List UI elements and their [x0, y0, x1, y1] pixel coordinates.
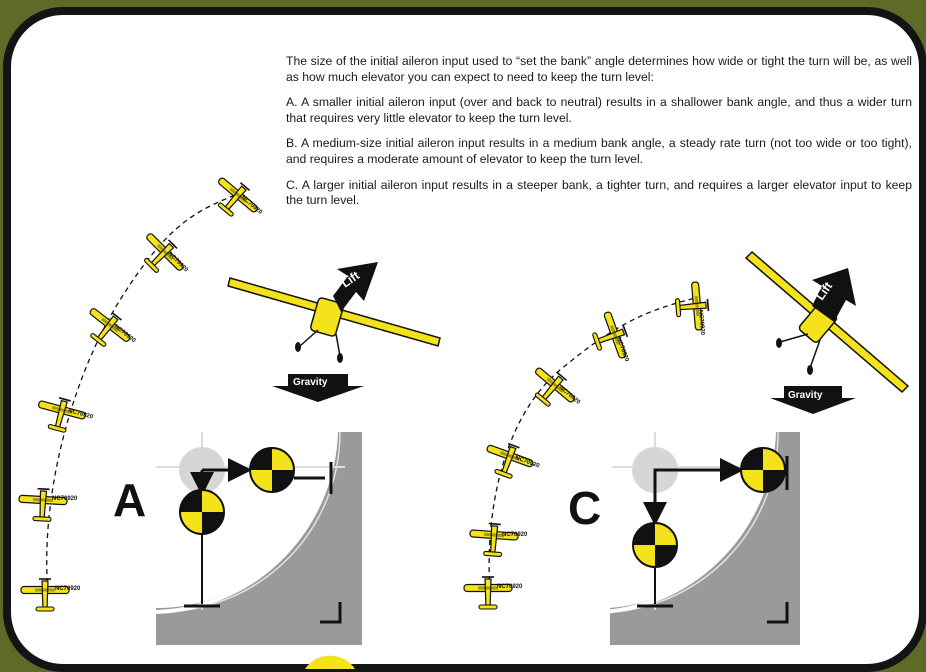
plane-icon: NC70920	[673, 280, 711, 336]
plane-icon: NC70920	[205, 170, 265, 228]
explanation-text: The size of the initial aileron input us…	[286, 54, 912, 219]
item-c-paragraph: C. A larger initial aileron input result…	[286, 177, 912, 208]
svg-text:NC70920: NC70920	[497, 584, 523, 590]
plane-icon: NC70920	[20, 578, 81, 612]
lift-arrow: Lift	[333, 262, 378, 312]
gravity-arrow: Gravity	[770, 386, 856, 414]
gravity-arrow: Gravity	[272, 374, 364, 402]
plane-icon: NC70920	[17, 486, 78, 524]
item-a-paragraph: A. A smaller initial aileron input (over…	[286, 95, 912, 125]
panel-a-letter: A	[113, 474, 146, 526]
plane-icon: NC70920	[132, 226, 191, 285]
panel-a: NC70920 NC70920 NC70920 NC70920 NC70920 …	[17, 170, 441, 645]
panel-c-letter: C	[568, 482, 601, 534]
plane-icon: NC70920	[479, 436, 541, 485]
panel-c: NC70920 NC70920 NC70920 NC70920 NC70920 …	[463, 250, 910, 645]
svg-text:NC70920: NC70920	[55, 586, 81, 592]
svg-text:NC70920: NC70920	[502, 532, 528, 538]
page-tab	[305, 655, 355, 669]
lift-arrow: Lift	[812, 268, 856, 322]
svg-text:NC70920: NC70920	[697, 310, 705, 336]
elevator-ball	[632, 522, 678, 568]
svg-text:NC70920: NC70920	[52, 496, 78, 502]
control-stick-diagram-c	[603, 431, 800, 645]
svg-text:Gravity: Gravity	[293, 377, 328, 388]
item-b-paragraph: B. A medium-size initial aileron input r…	[286, 136, 912, 166]
elevator-ball	[179, 489, 225, 535]
aileron-ball	[249, 447, 295, 493]
banked-plane-front-view	[227, 277, 441, 363]
control-stick-diagram-a	[149, 431, 362, 645]
plane-icon: NC70920	[586, 307, 635, 366]
svg-text:Gravity: Gravity	[788, 390, 823, 401]
intro-paragraph: The size of the initial aileron input us…	[286, 54, 912, 84]
svg-text:NC70920: NC70920	[240, 195, 264, 216]
banked-plane-front-view	[744, 250, 910, 394]
plane-icon: NC70920	[522, 360, 581, 418]
plane-icon: NC70920	[32, 392, 94, 438]
plane-icon: NC70920	[77, 300, 137, 358]
aileron-ball	[740, 447, 786, 493]
plane-icon: NC70920	[467, 521, 528, 559]
plane-icon: NC70920	[463, 576, 523, 610]
